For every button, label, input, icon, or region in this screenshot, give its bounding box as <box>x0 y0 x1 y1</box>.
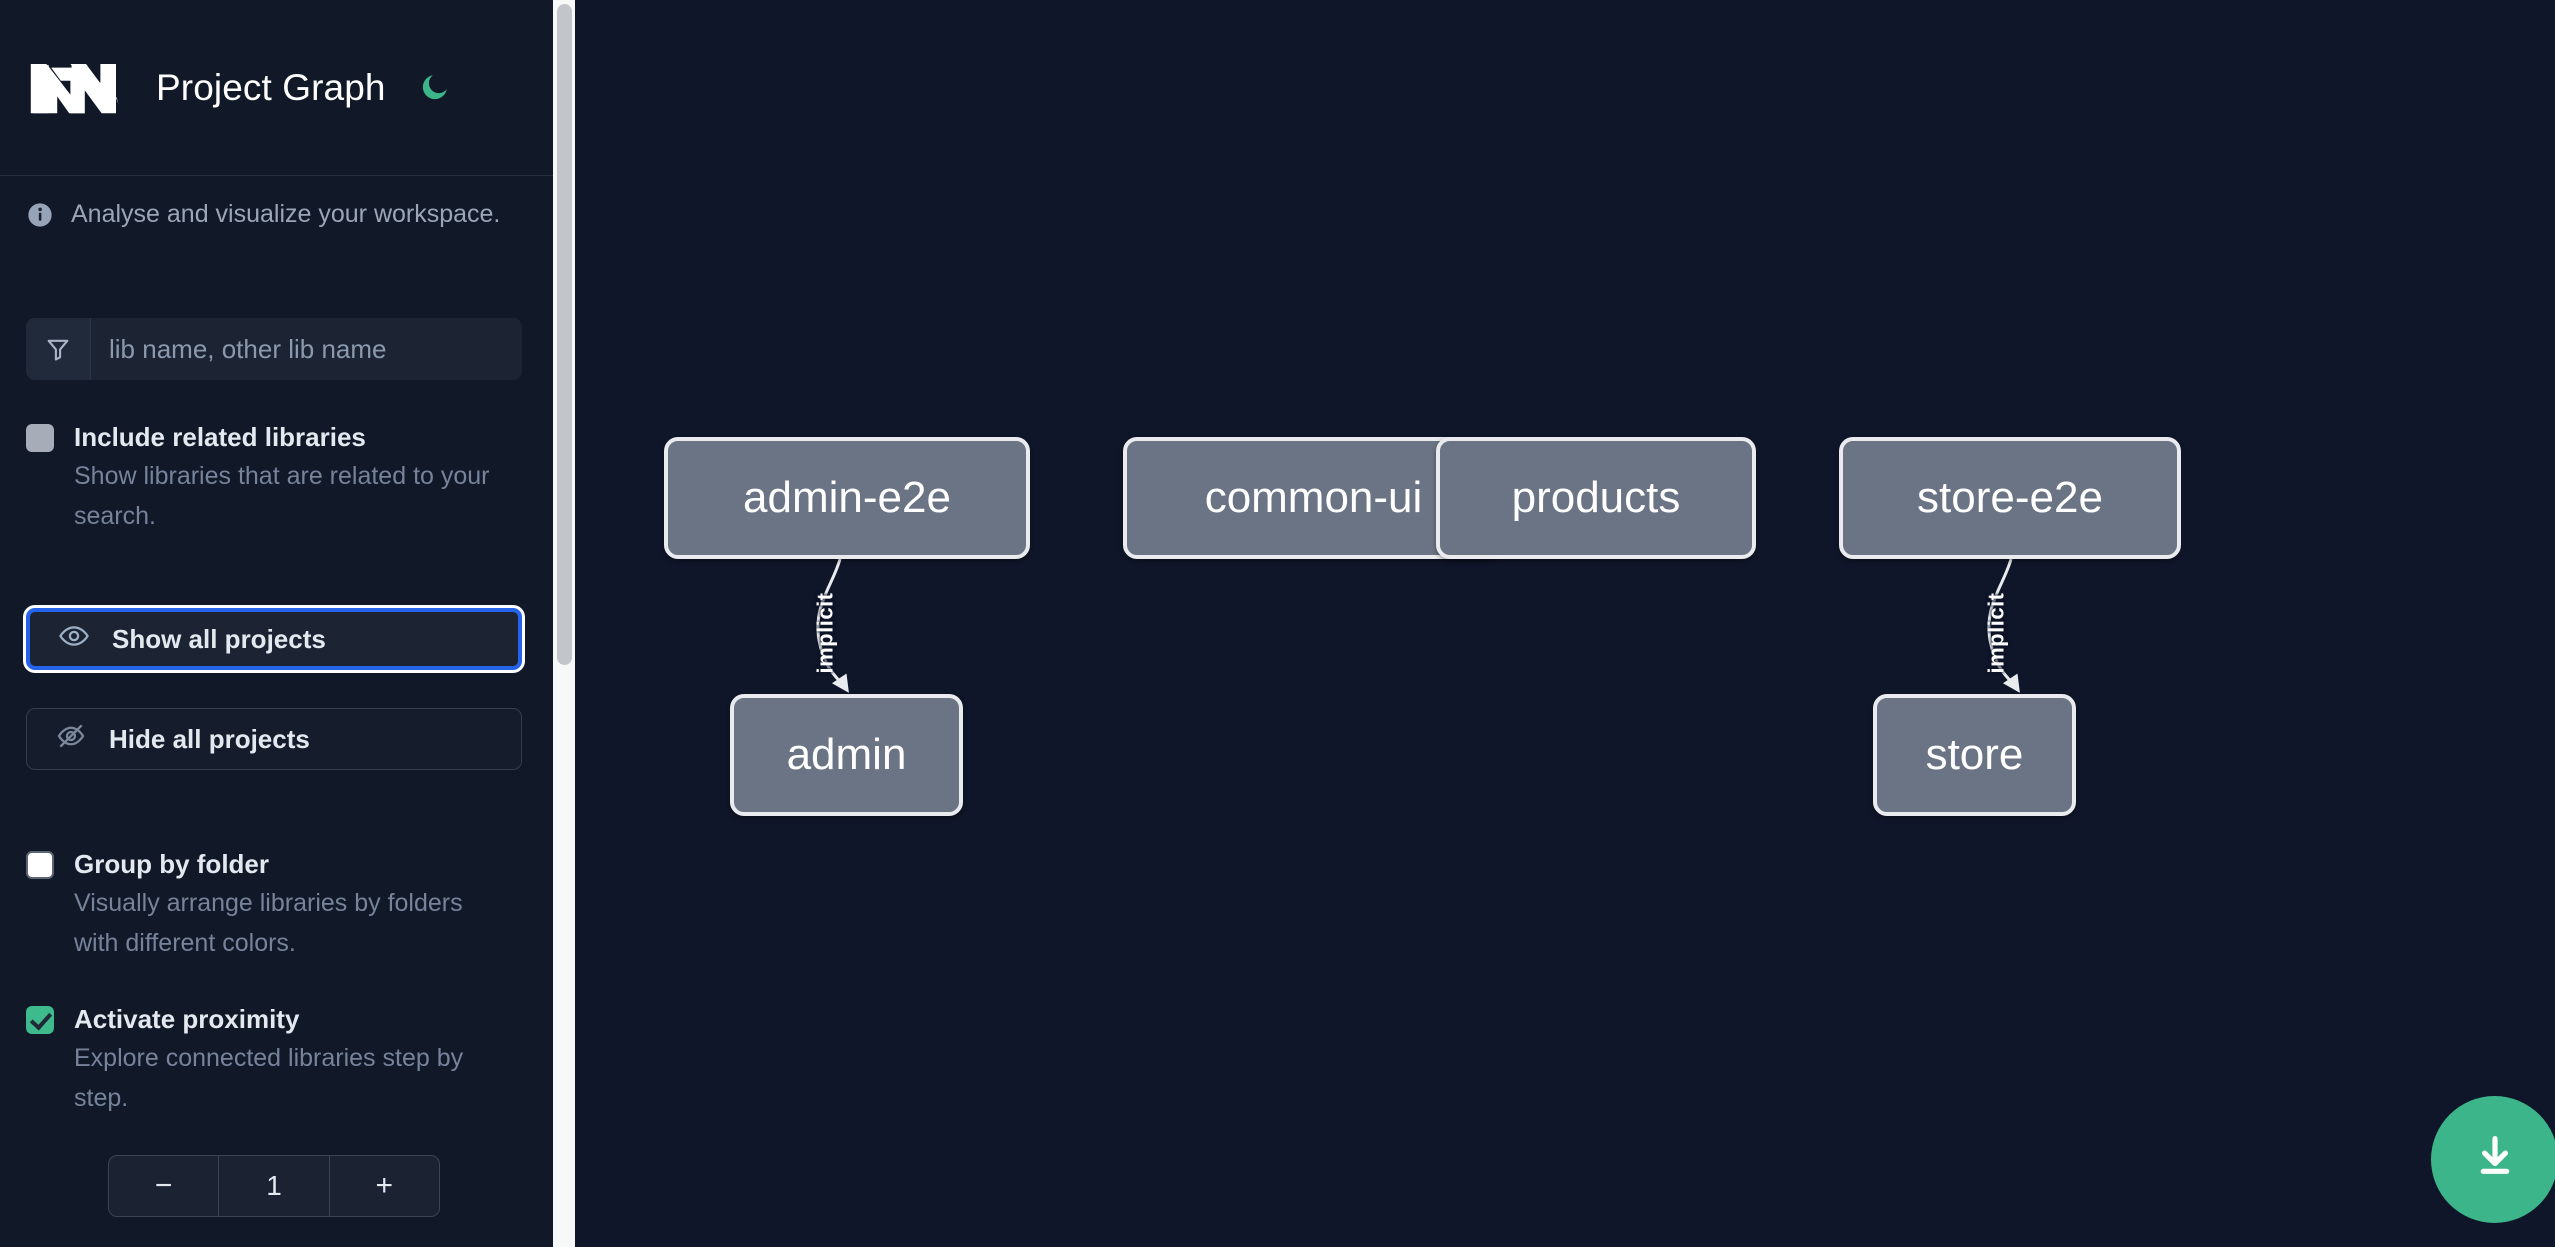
checkbox-activate-proximity[interactable] <box>26 1006 54 1034</box>
info-icon <box>26 201 54 229</box>
graph-node-products[interactable]: products <box>1436 437 1756 559</box>
option-description: Explore connected libraries step by step… <box>74 1044 464 1112</box>
option-description: Show libraries that are related to your … <box>74 462 490 530</box>
proximity-increment-button[interactable]: + <box>375 1169 394 1202</box>
hide-all-projects-label: Hide all projects <box>109 723 310 754</box>
option-title: Include related libraries <box>74 422 366 452</box>
project-graph-canvas[interactable]: admin-e2e common-ui products store-e2e a… <box>575 0 2555 1247</box>
page-title: Project Graph <box>156 66 386 108</box>
filter-icon <box>26 318 91 380</box>
graph-node-store[interactable]: store <box>1873 694 2076 816</box>
sidebar: Project Graph Analyse and visualize your… <box>0 0 553 1247</box>
node-label: products <box>1511 473 1681 522</box>
eye-icon <box>58 620 90 659</box>
info-banner: Analyse and visualize your workspace. <box>26 200 500 229</box>
hide-all-projects-button[interactable]: Hide all projects <box>26 708 522 770</box>
edge-label-implicit-store: implicit <box>1983 592 2009 674</box>
download-icon <box>2469 1131 2521 1188</box>
checkbox-group-by-folder[interactable] <box>26 851 54 879</box>
node-label: admin-e2e <box>743 473 951 522</box>
search-field[interactable] <box>26 318 522 380</box>
option-description: Visually arrange libraries by folders wi… <box>74 889 463 957</box>
info-text: Analyse and visualize your workspace. <box>71 200 501 228</box>
show-all-projects-button[interactable]: Show all projects <box>26 608 522 670</box>
header-divider <box>0 175 553 176</box>
node-label: store <box>1925 730 2024 779</box>
graph-node-admin[interactable]: admin <box>730 694 963 816</box>
download-button[interactable] <box>2431 1096 2555 1223</box>
nx-logo <box>26 58 122 118</box>
node-label: common-ui <box>1204 473 1423 522</box>
graph-node-admin-e2e[interactable]: admin-e2e <box>664 437 1030 559</box>
graph-edges <box>816 558 2020 693</box>
sidebar-scrollbar-thumb[interactable] <box>557 4 572 665</box>
brand-header: Project Graph <box>0 0 553 175</box>
option-title: Group by folder <box>74 849 269 879</box>
option-activate-proximity[interactable]: Activate proximity Explore connected lib… <box>26 1000 502 1118</box>
proximity-decrement-button[interactable]: − <box>154 1169 173 1202</box>
option-group-by-folder[interactable]: Group by folder Visually arrange librari… <box>26 845 502 963</box>
graph-node-store-e2e[interactable]: store-e2e <box>1839 437 2181 559</box>
show-all-projects-label: Show all projects <box>112 623 326 654</box>
option-include-related-libraries[interactable]: Include related libraries Show libraries… <box>26 418 502 536</box>
node-label: admin <box>786 730 907 779</box>
checkbox-include-related-libraries[interactable] <box>26 424 54 452</box>
search-input[interactable] <box>91 318 522 380</box>
node-label: store-e2e <box>1917 473 2103 522</box>
option-title: Activate proximity <box>74 1004 300 1034</box>
proximity-value: 1 <box>218 1156 330 1216</box>
moon-icon[interactable] <box>414 68 454 108</box>
proximity-stepper[interactable]: − 1 + <box>108 1155 440 1217</box>
eye-off-icon <box>55 720 87 759</box>
edge-label-implicit-admin: implicit <box>812 592 838 674</box>
